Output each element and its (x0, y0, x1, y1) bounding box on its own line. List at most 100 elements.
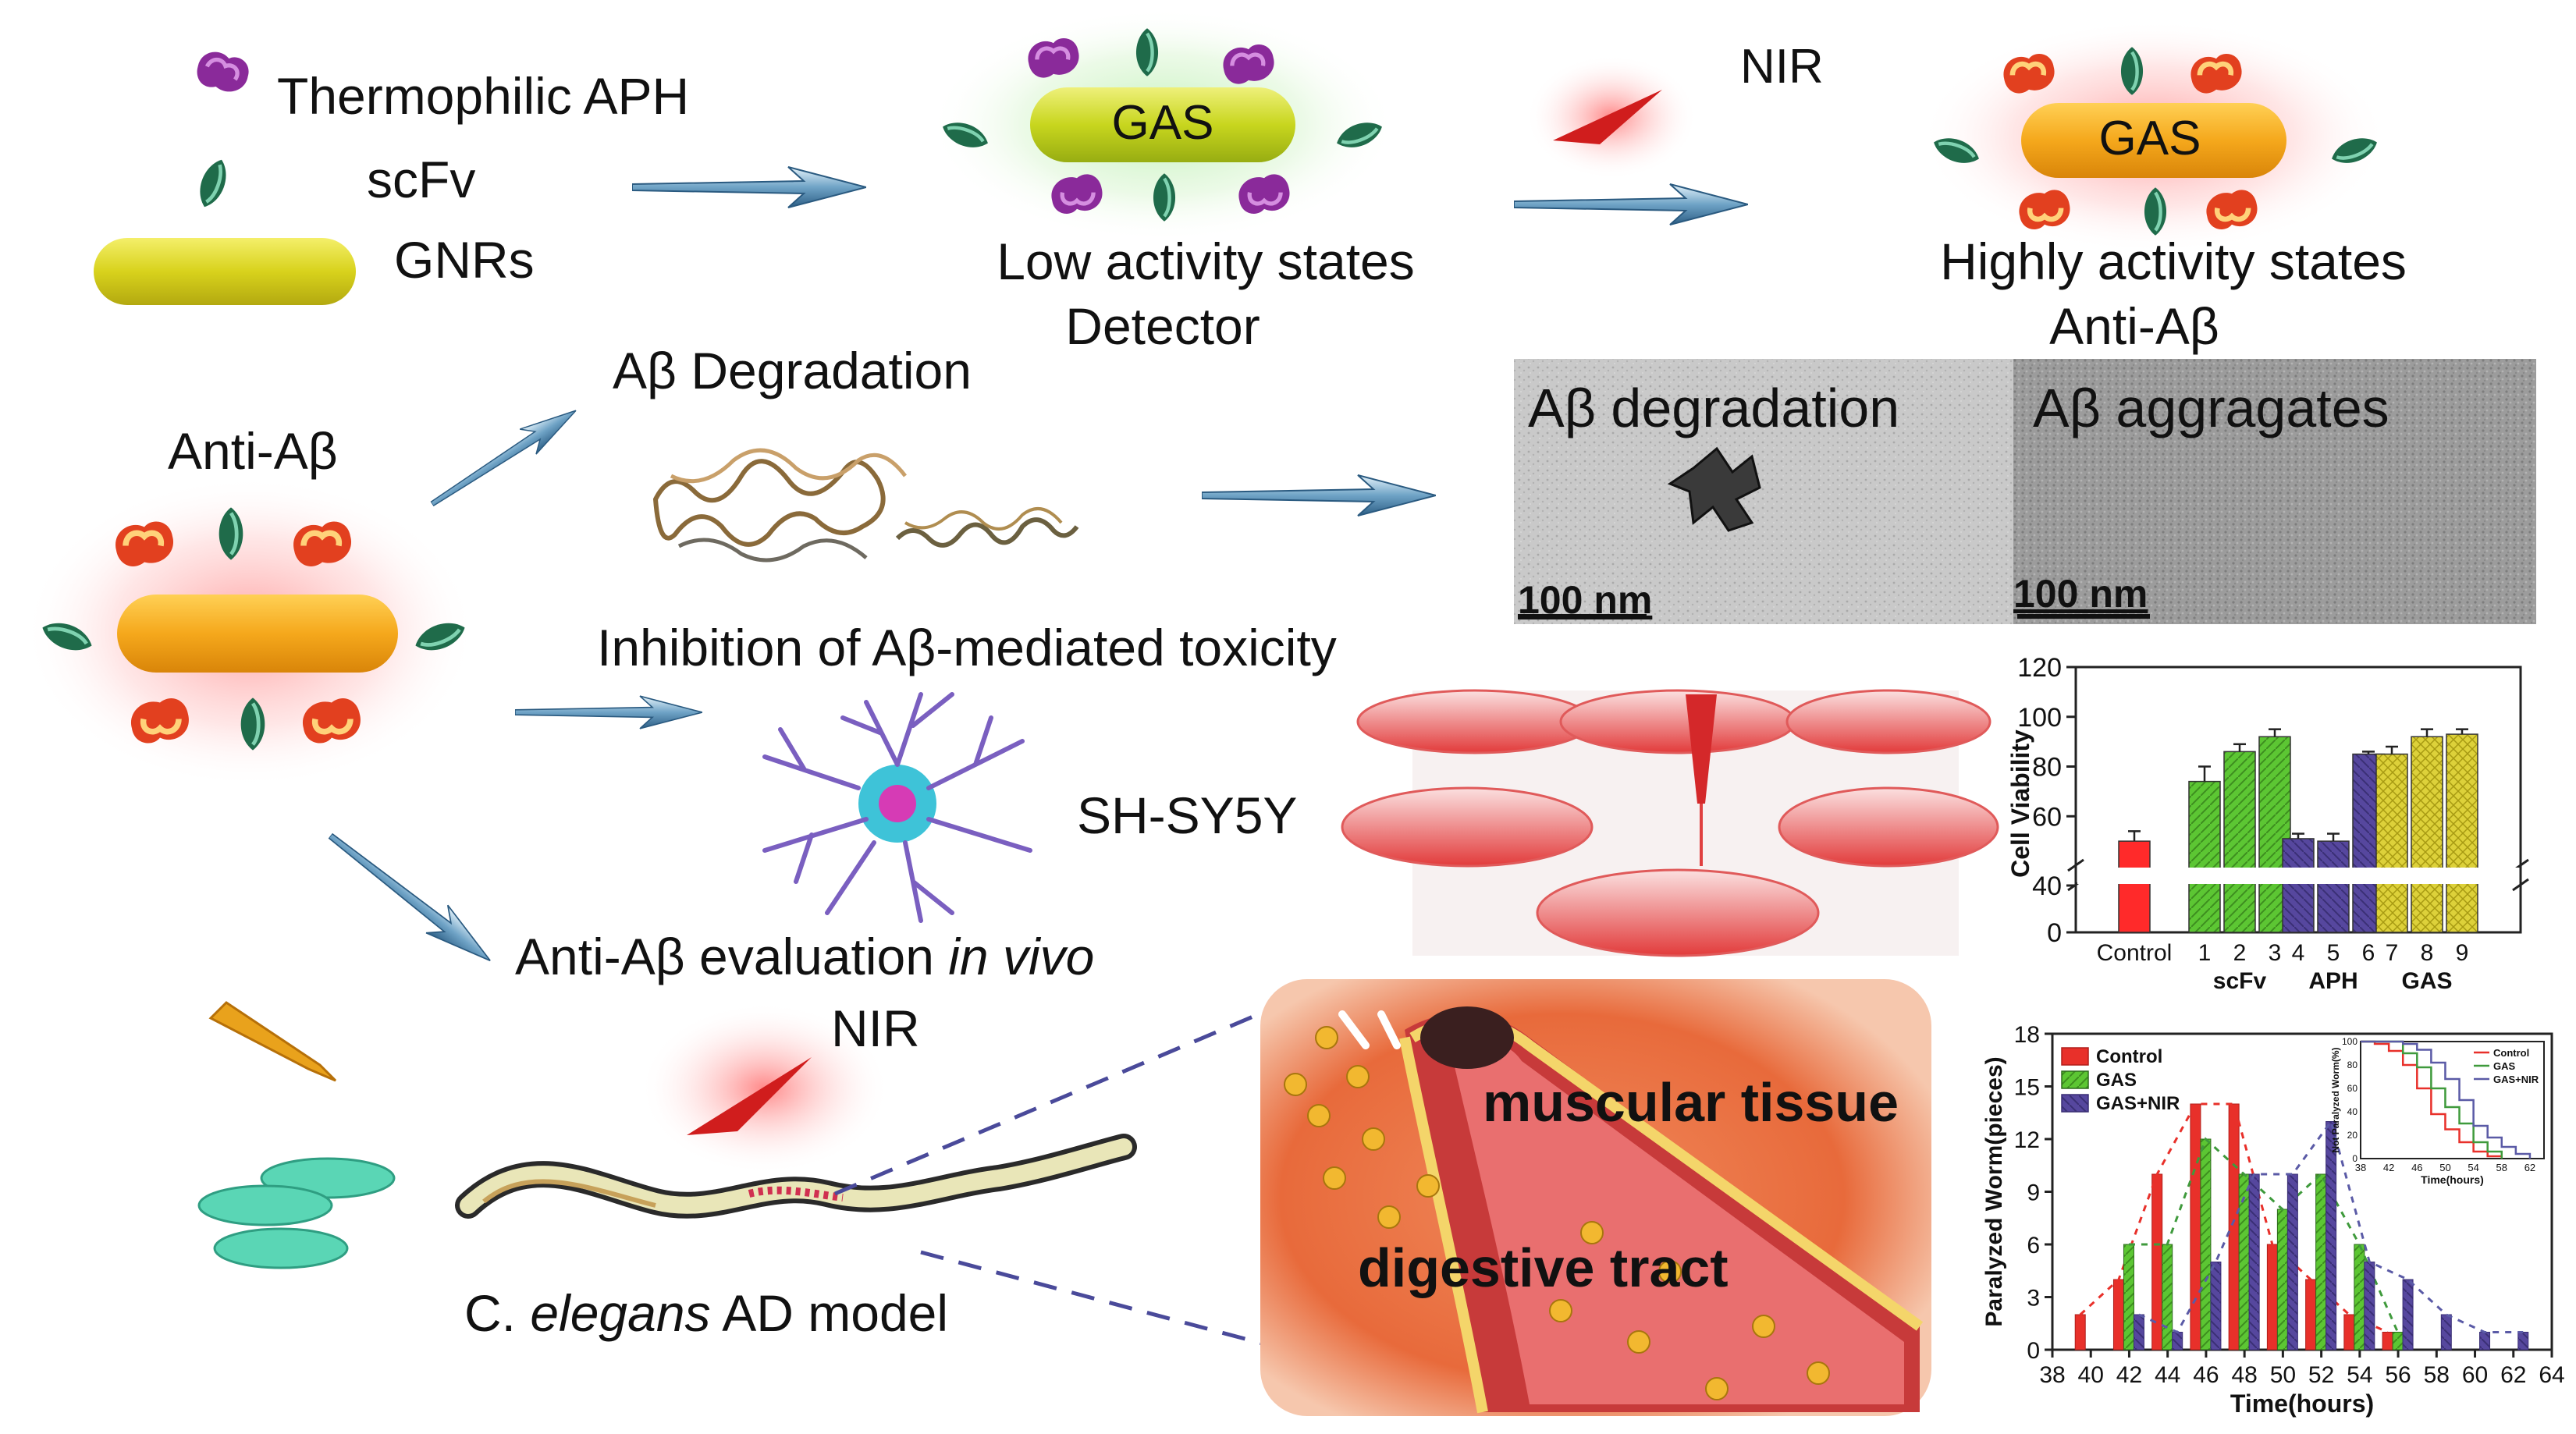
tissue-illustration (1260, 979, 1931, 1416)
x-tick-label: 3 (2269, 940, 2282, 966)
bar (2133, 1314, 2144, 1351)
bar (2162, 1244, 2173, 1351)
tem-right-label: Aβ aggragates (2033, 378, 2389, 438)
survival-curve (2361, 1040, 2532, 1159)
inset-y-tick-label: 100 (2342, 1036, 2357, 1047)
cell-line-label: SH-SY5Y (1077, 786, 1298, 844)
protein-structure-right (895, 507, 1079, 548)
zoom-guide-line-top (834, 996, 1296, 1196)
inset-y-tick-label: 40 (2347, 1106, 2358, 1117)
x-tick-label: 44 (2155, 1362, 2180, 1388)
x-tick-label: 5 (2327, 940, 2340, 966)
x-tick-label: 64 (2539, 1362, 2564, 1388)
bar (2190, 1103, 2201, 1351)
y-tick-label: 40 (2032, 871, 2062, 901)
legend-label: GAS (2096, 1070, 2137, 1091)
nir-laser-icon (1526, 55, 1697, 179)
y-tick-label: 9 (2027, 1180, 2040, 1206)
inset-y-axis-label: Not Paralyzed Worm(%) (2330, 1047, 2341, 1152)
x-tick-label: 6 (2362, 940, 2375, 966)
x-tick-label: 48 (2231, 1362, 2257, 1388)
protein-structure-left (652, 448, 907, 563)
x-tick-label: 50 (2270, 1362, 2296, 1388)
bar (2411, 736, 2443, 933)
bar (2326, 1121, 2337, 1351)
worm-model-prefix: C. (464, 1284, 531, 1342)
scale-bar-right-label: 100 nm (2013, 572, 2148, 616)
bar (2343, 1314, 2355, 1351)
inset-x-axis-label: Time(hours) (2421, 1173, 2484, 1186)
high-state-line1: Highly activity states (1940, 232, 2407, 290)
worm-model-suffix: AD model (710, 1284, 949, 1342)
inset-x-tick-label: 38 (2355, 1162, 2366, 1173)
bar (2402, 1279, 2414, 1351)
legend-swatch (2061, 1094, 2089, 1113)
in-vivo-title-plain: Anti-Aβ evaluation (515, 928, 949, 985)
bar (2517, 1332, 2529, 1351)
bar (2446, 733, 2478, 933)
x-axis-label: Time(hours) (2230, 1390, 2374, 1418)
fit-curve (2138, 1119, 2524, 1334)
y-tick-label: 100 (2017, 703, 2062, 733)
inset-x-tick-label: 62 (2524, 1162, 2535, 1173)
in-vivo-title-italic: in vivo (948, 928, 1095, 985)
bar (2317, 840, 2350, 933)
x-tick-label: 1 (2198, 940, 2212, 966)
gas-high-activity (1920, 20, 2388, 254)
legend-label: Control (2096, 1046, 2162, 1067)
well-plate-photo (1341, 689, 1999, 957)
x-tick-label: Control (2097, 940, 2173, 966)
inset-y-tick-label: 0 (2352, 1153, 2357, 1164)
y-tick-label: 80 (2032, 753, 2062, 783)
bar (2151, 1173, 2163, 1351)
tem-panel-aggregates (2013, 359, 2536, 624)
bar (2172, 1332, 2183, 1351)
bar (2440, 1314, 2452, 1351)
inset-legend-label: GAS+NIR (2493, 1074, 2539, 1085)
bar (2223, 751, 2256, 933)
inset-x-tick-label: 54 (2468, 1162, 2478, 1173)
bar (2382, 1332, 2393, 1351)
y-tick-label: 12 (2014, 1127, 2040, 1153)
inset-x-tick-label: 50 (2439, 1162, 2450, 1173)
inset-x-tick-label: 42 (2383, 1162, 2394, 1173)
neuron-icon (762, 692, 1032, 923)
x-tick-label: 2 (2233, 940, 2247, 966)
group-label: scFv (2213, 968, 2267, 994)
y-axis-label: Paralyzed Worm(pieces) (1981, 1056, 2007, 1326)
x-tick-label: 54 (2347, 1362, 2372, 1388)
y-tick-label: 18 (2014, 1022, 2040, 1048)
tem-panel-degradation (1514, 359, 2013, 624)
x-tick-label: 42 (2116, 1362, 2142, 1388)
nir-laser-icon (640, 1003, 890, 1174)
y-tick-label: 120 (2017, 653, 2062, 683)
inset-frame (2360, 1041, 2545, 1159)
x-tick-label: 52 (2308, 1362, 2334, 1388)
bar (2200, 1138, 2212, 1351)
arrow-right-icon (515, 695, 702, 729)
in-vivo-title: Anti-Aβ evaluation in vivo (515, 931, 1094, 982)
gas-low-label: GAS (1111, 96, 1214, 150)
legend-swatch (2061, 1047, 2089, 1066)
anti-abeta-particle (23, 476, 476, 788)
arrow-right-icon (632, 166, 866, 208)
nir-bottom-label: NIR (831, 999, 920, 1057)
axis-break-gap (2077, 868, 2519, 884)
y-tick-label: 15 (2014, 1075, 2040, 1101)
x-tick-label: 60 (2462, 1362, 2488, 1388)
worm-model-italic: elegans (530, 1284, 711, 1342)
worm-model-label: C. elegans AD model (464, 1287, 948, 1339)
group-label: GAS (2401, 968, 2452, 994)
inset-y-tick-label: 60 (2347, 1083, 2358, 1094)
inset-legend-label: GAS (2493, 1060, 2516, 1072)
arrow-right-icon (1514, 183, 1748, 225)
bar (2354, 1244, 2365, 1351)
x-tick-label: 8 (2421, 940, 2434, 966)
survival-curve (2361, 1040, 2503, 1159)
bar (2123, 1244, 2134, 1351)
